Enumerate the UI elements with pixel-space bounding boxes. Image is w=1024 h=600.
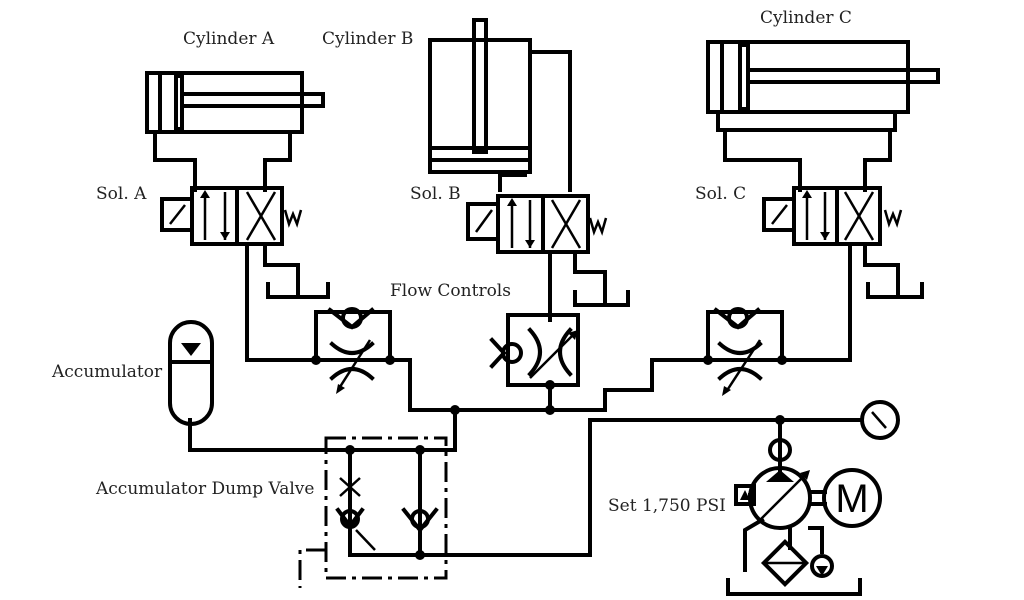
solenoid-valve-c	[762, 186, 924, 362]
label-sol-c: Sol. C	[695, 184, 746, 204]
solenoid-valve-b	[466, 194, 630, 322]
label-sol-b: Sol. B	[410, 184, 461, 204]
label-flow-controls: Flow Controls	[390, 281, 511, 301]
label-set-pressure: Set 1,750 PSI	[608, 496, 726, 516]
cylinder-a	[145, 71, 325, 192]
accumulator-dump-valve	[298, 418, 722, 588]
pump-icon	[748, 466, 812, 530]
cylinder-b	[428, 18, 572, 192]
accumulator	[168, 320, 214, 426]
label-sol-a: Sol. A	[96, 184, 147, 204]
flow-control-a	[245, 307, 552, 412]
motor-icon	[822, 468, 882, 528]
pump-assembly: M	[718, 400, 900, 596]
label-cylinder-a: Cylinder A	[183, 29, 275, 49]
flow-control-c	[548, 307, 792, 412]
solenoid-valve-a	[160, 186, 330, 362]
cylinder-c	[706, 40, 940, 192]
flow-control-b	[489, 313, 580, 415]
label-cylinder-b: Cylinder B	[322, 29, 413, 49]
label-accumulator-dump-valve: Accumulator Dump Valve	[95, 479, 314, 499]
label-cylinder-c: Cylinder C	[760, 8, 852, 28]
motor-letter: M	[835, 477, 868, 521]
label-accumulator: Accumulator	[51, 362, 163, 382]
